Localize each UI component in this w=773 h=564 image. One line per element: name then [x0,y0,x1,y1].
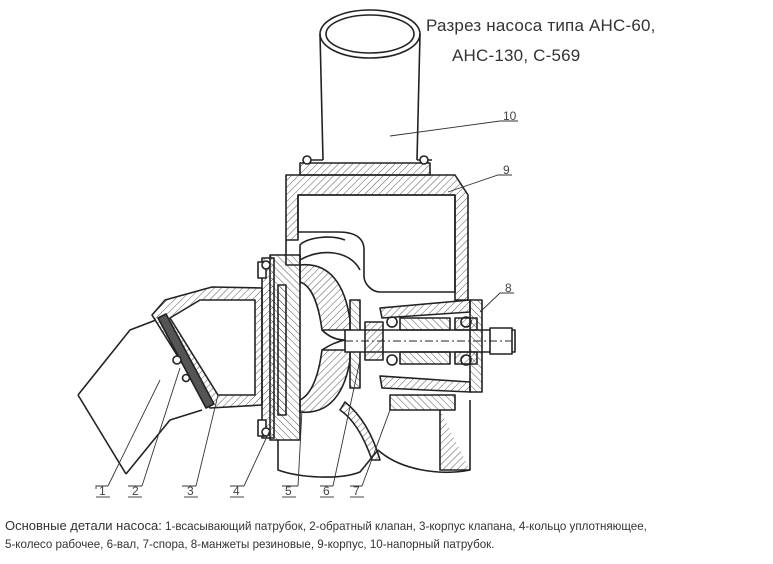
caption-line2: 5-колесо рабочее, 6-вал, 7-спора, 8-манж… [5,538,495,551]
parts-caption: Основные детали насоса: 1-всасывающий па… [5,517,773,554]
part-number-label: 4 [233,484,240,498]
part-number-label: 8 [505,281,512,295]
discharge-pipe-10 [299,9,432,176]
part-number-label: 1 [99,484,106,498]
part-number-label: 5 [285,484,292,498]
sealing-ring-4 [257,257,287,439]
caption-line1: Основные детали насоса: 1-всасывающий па… [5,517,773,536]
suction-pipe-1 [77,319,203,475]
part-number-label: 2 [132,484,139,498]
part-number-label: 10 [503,109,517,123]
part-number-label: 6 [323,484,330,498]
caption-lead: Основные детали насоса: [5,518,162,533]
part-number-label: 3 [187,484,194,498]
drawing-title-line2: АНС-130, С-569 [452,46,581,65]
valve-body-3 [151,286,263,409]
shaft-6 [344,299,516,393]
caption-line1-text: 1-всасывающий патрубок, 2-обратный клапа… [165,520,647,533]
impeller-5 [299,264,381,461]
part-number-label: 7 [353,484,360,498]
drawing-title-line1: Разрез насоса типа АНС-60, [426,16,656,35]
part-number-label: 9 [503,163,510,177]
check-valve-2 [157,313,215,409]
